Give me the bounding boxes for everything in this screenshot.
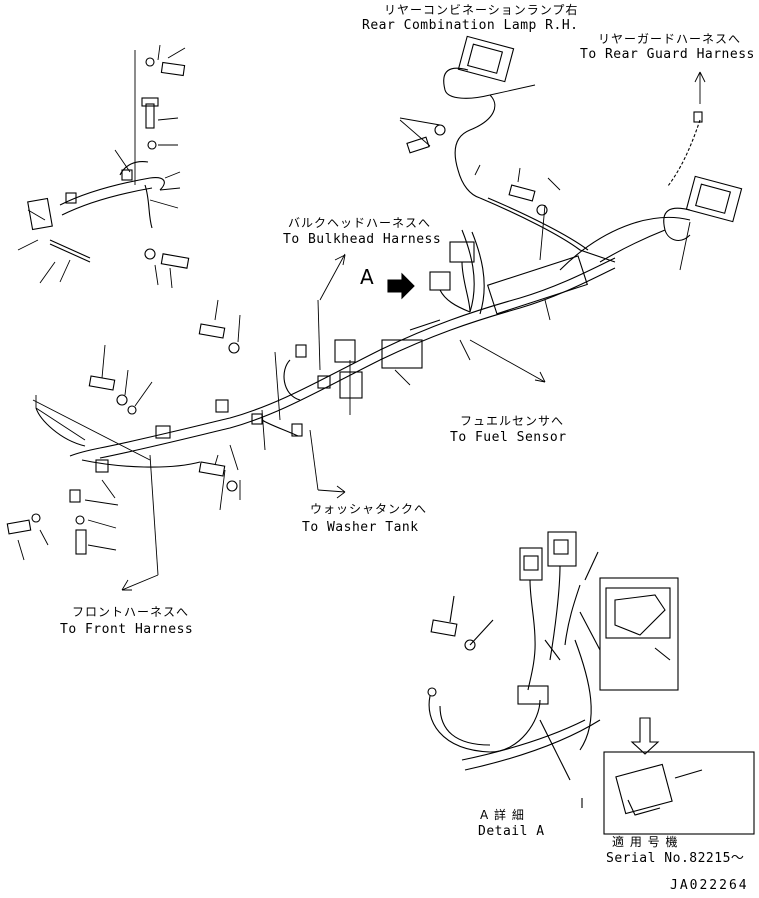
- rear-lamp-label-jp: リヤーコンビネーションランプ右: [384, 3, 579, 17]
- detail-a: [427, 531, 755, 835]
- leader-lines: [17, 44, 706, 591]
- harness-clamps: [155, 255, 588, 439]
- bolts: [6, 323, 240, 555]
- front-harness-label-jp: フロントハーネスへ: [72, 605, 190, 619]
- washer-tank-label-jp: ウォッシャタンクへ: [310, 502, 428, 516]
- main-harness: [35, 216, 691, 468]
- detail-a-label-en: Detail A: [478, 824, 545, 839]
- bulkhead-connectors: [409, 241, 475, 331]
- serial-label-en: Serial No.82215～: [606, 851, 745, 866]
- detail-a-label-jp: A 詳 細: [480, 808, 525, 822]
- fuel-sensor-label-jp: フュエルセンサへ: [460, 414, 565, 428]
- bulkhead-label-en: To Bulkhead Harness: [283, 232, 442, 247]
- fuel-sensor-label-en: To Fuel Sensor: [450, 430, 567, 445]
- rear-lamp-upper: [406, 35, 616, 263]
- serial-label-jp: 適 用 号 機: [612, 835, 679, 849]
- rear-lamp-right: [599, 111, 743, 263]
- rear-lamp-label-en: Rear Combination Lamp R.H.: [362, 18, 579, 33]
- view-a-arrow: [387, 272, 415, 300]
- upper-left-harness: [27, 57, 190, 269]
- view-a-label: A: [360, 265, 375, 289]
- drawing-number: JA022264: [670, 878, 749, 893]
- rear-guard-label-en: To Rear Guard Harness: [580, 47, 755, 62]
- front-harness-label-en: To Front Harness: [60, 622, 194, 637]
- washer-tank-label-en: To Washer Tank: [302, 520, 419, 535]
- rear-guard-label-jp: リヤーガードハーネスへ: [598, 32, 742, 46]
- bulkhead-label-jp: バルクヘッドハーネスへ: [288, 216, 432, 230]
